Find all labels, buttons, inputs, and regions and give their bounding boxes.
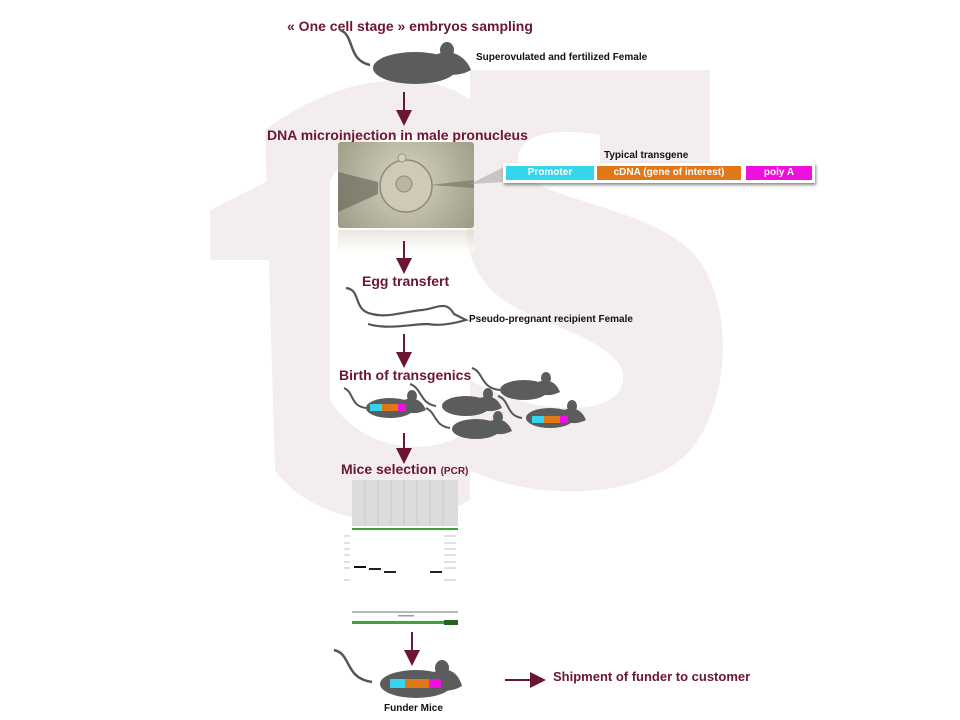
mouse-icon-wildtype-3 (471, 367, 560, 400)
pcr-gel-image (344, 480, 458, 625)
microinjection-photo-reflection (338, 230, 474, 252)
watermark-c-shape (265, 80, 470, 522)
step-birth-title: Birth of transgenics (339, 367, 472, 383)
callout-wedge (470, 166, 506, 184)
step-transfer-title: Egg transfert (362, 273, 450, 289)
step-sampling-note: Superovulated and fertilized Female (476, 52, 648, 63)
shipment-label: Shipment of funder to customer (553, 669, 751, 684)
gel-band-lane-2 (369, 568, 381, 570)
mouse-icon-funder (333, 648, 462, 698)
step-injection-title: DNA microinjection in male pronucleus (267, 127, 528, 143)
holding-pipette-shape (338, 172, 378, 212)
transgene-polya-segment: poly A (746, 166, 812, 180)
mouse-icon-superovulated-female (339, 28, 471, 84)
gel-band-lane-1 (354, 566, 366, 568)
gel-band-lane-7 (430, 571, 442, 573)
mouse-icon-transgenic-1 (343, 387, 426, 418)
transgene-promoter-segment: Promoter (506, 166, 594, 180)
transgene-cdna-segment: cDNA (gene of interest) (597, 166, 741, 180)
injection-needle-shape (430, 180, 474, 188)
funder-mice-label: Funder Mice (384, 703, 443, 714)
step-selection-title-main: Mice selection (341, 461, 437, 477)
mouse-icon-wildtype-1 (409, 383, 502, 416)
mouse-outline-icon-recipient-female (345, 286, 470, 328)
step-sampling-title: « One cell stage » embryos sampling (287, 18, 533, 34)
step-transfer-note: Pseudo-pregnant recipient Female (469, 314, 633, 325)
mouse-icon-transgenic-2 (497, 395, 586, 428)
step-selection-title: Mice selection (PCR) (341, 461, 468, 477)
transgene-title: Typical transgene (604, 150, 689, 161)
step-selection-title-suffix: (PCR) (440, 466, 469, 477)
mouse-icon-wildtype-2 (425, 407, 512, 439)
microinjection-photo (338, 142, 474, 228)
gel-band-lane-3 (384, 571, 396, 573)
transgenic-litter (343, 367, 586, 439)
